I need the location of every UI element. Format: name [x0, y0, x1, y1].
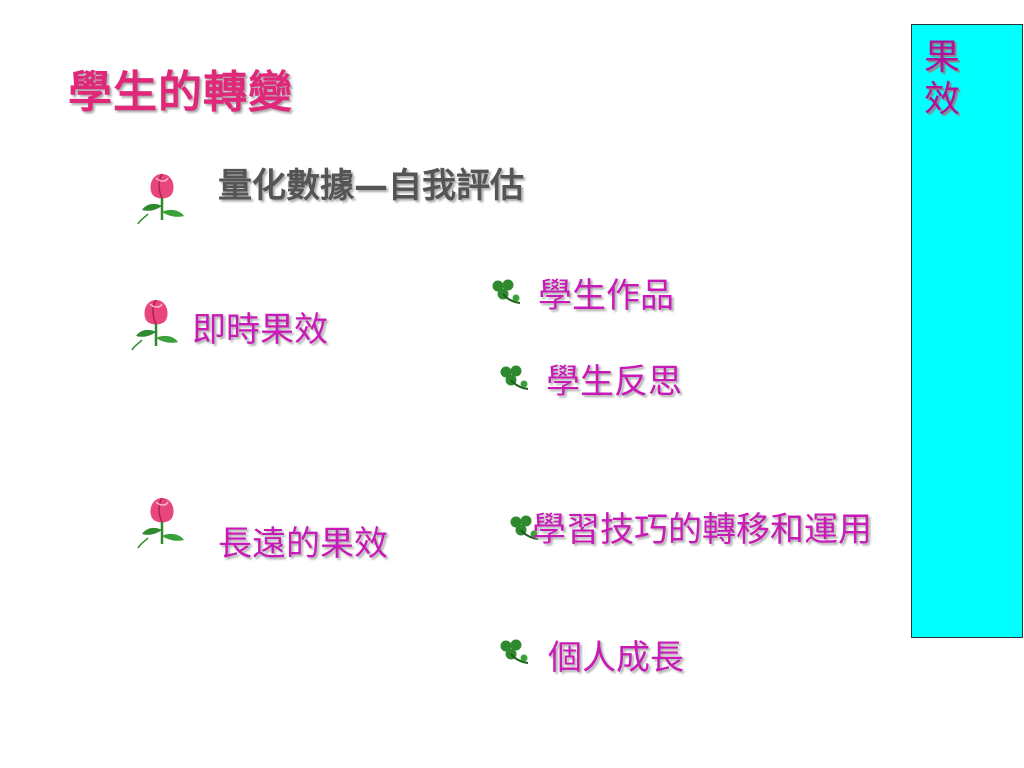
item-quantitative-data: 量化數據—自我評估 — [218, 166, 524, 206]
item-skill-transfer-container: 學習技巧的轉移和運用 — [532, 502, 911, 551]
clover-icon — [492, 279, 521, 304]
item-student-work: 學生作品 — [538, 276, 674, 316]
side-panel: 果效 — [911, 24, 1023, 638]
rose-icon — [137, 497, 184, 549]
clover-icon — [510, 515, 539, 540]
item-student-reflection: 學生反思 — [546, 362, 682, 402]
clover-icon — [500, 365, 529, 390]
rose-icon — [131, 299, 178, 351]
item-long-term-effect: 長遠的果效 — [218, 524, 388, 564]
side-panel-label: 果效 — [924, 37, 961, 120]
item-personal-growth: 個人成長 — [548, 638, 684, 678]
rose-icon — [137, 173, 184, 225]
clover-icon — [500, 639, 529, 664]
item-skill-transfer: 學習技巧的轉移和運用 — [532, 510, 872, 550]
item-immediate-effect: 即時果效 — [192, 310, 328, 350]
slide-title: 學生的轉變 — [68, 67, 293, 118]
